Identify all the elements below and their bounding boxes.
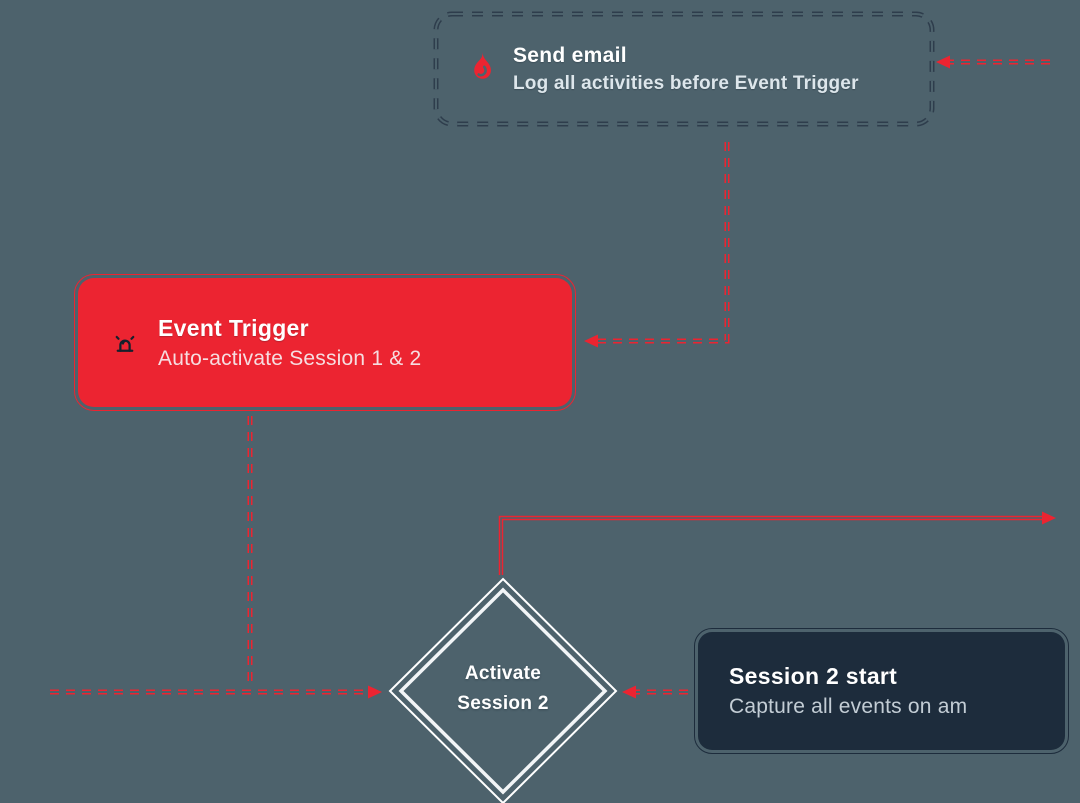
diamond-label-line2: Session 2 <box>457 693 549 714</box>
connector-diamond-out-solid <box>498 511 1056 575</box>
session2-start-title: Session 2 start <box>729 663 898 689</box>
diamond-shape[interactable] <box>388 577 618 803</box>
node-session2-start[interactable]: Session 2 start Capture all events on am <box>694 628 1069 754</box>
session2-start-subtitle: Capture all events on am <box>729 695 968 718</box>
connector-left-to-diamond <box>50 685 382 699</box>
node-send-email[interactable]: Send email Log all activities before Eve… <box>433 11 935 127</box>
siren-icon <box>115 335 135 352</box>
arrowhead-left <box>584 334 598 348</box>
event-trigger-title: Event Trigger <box>158 314 309 341</box>
connector-send-email-to-event-trigger <box>584 142 730 348</box>
connector-incoming-to-send-email <box>936 55 1050 69</box>
connector-session2-to-diamond <box>622 685 688 699</box>
arrowhead-right <box>368 685 382 699</box>
arrowhead-left <box>936 55 950 69</box>
arrowhead-right <box>1042 511 1056 525</box>
diamond-label[interactable]: Activate Session 2 <box>413 659 593 719</box>
arrowhead-left <box>622 685 636 699</box>
send-email-subtitle: Log all activities before Event Trigger <box>513 72 859 94</box>
node-event-trigger[interactable]: Event Trigger Auto-activate Session 1 & … <box>74 274 576 411</box>
event-trigger-subtitle: Auto-activate Session 1 & 2 <box>158 346 422 370</box>
flame-icon <box>474 52 491 79</box>
diamond-label-line1: Activate <box>464 663 542 684</box>
send-email-title: Send email <box>513 43 627 67</box>
dashed-border <box>433 11 935 127</box>
